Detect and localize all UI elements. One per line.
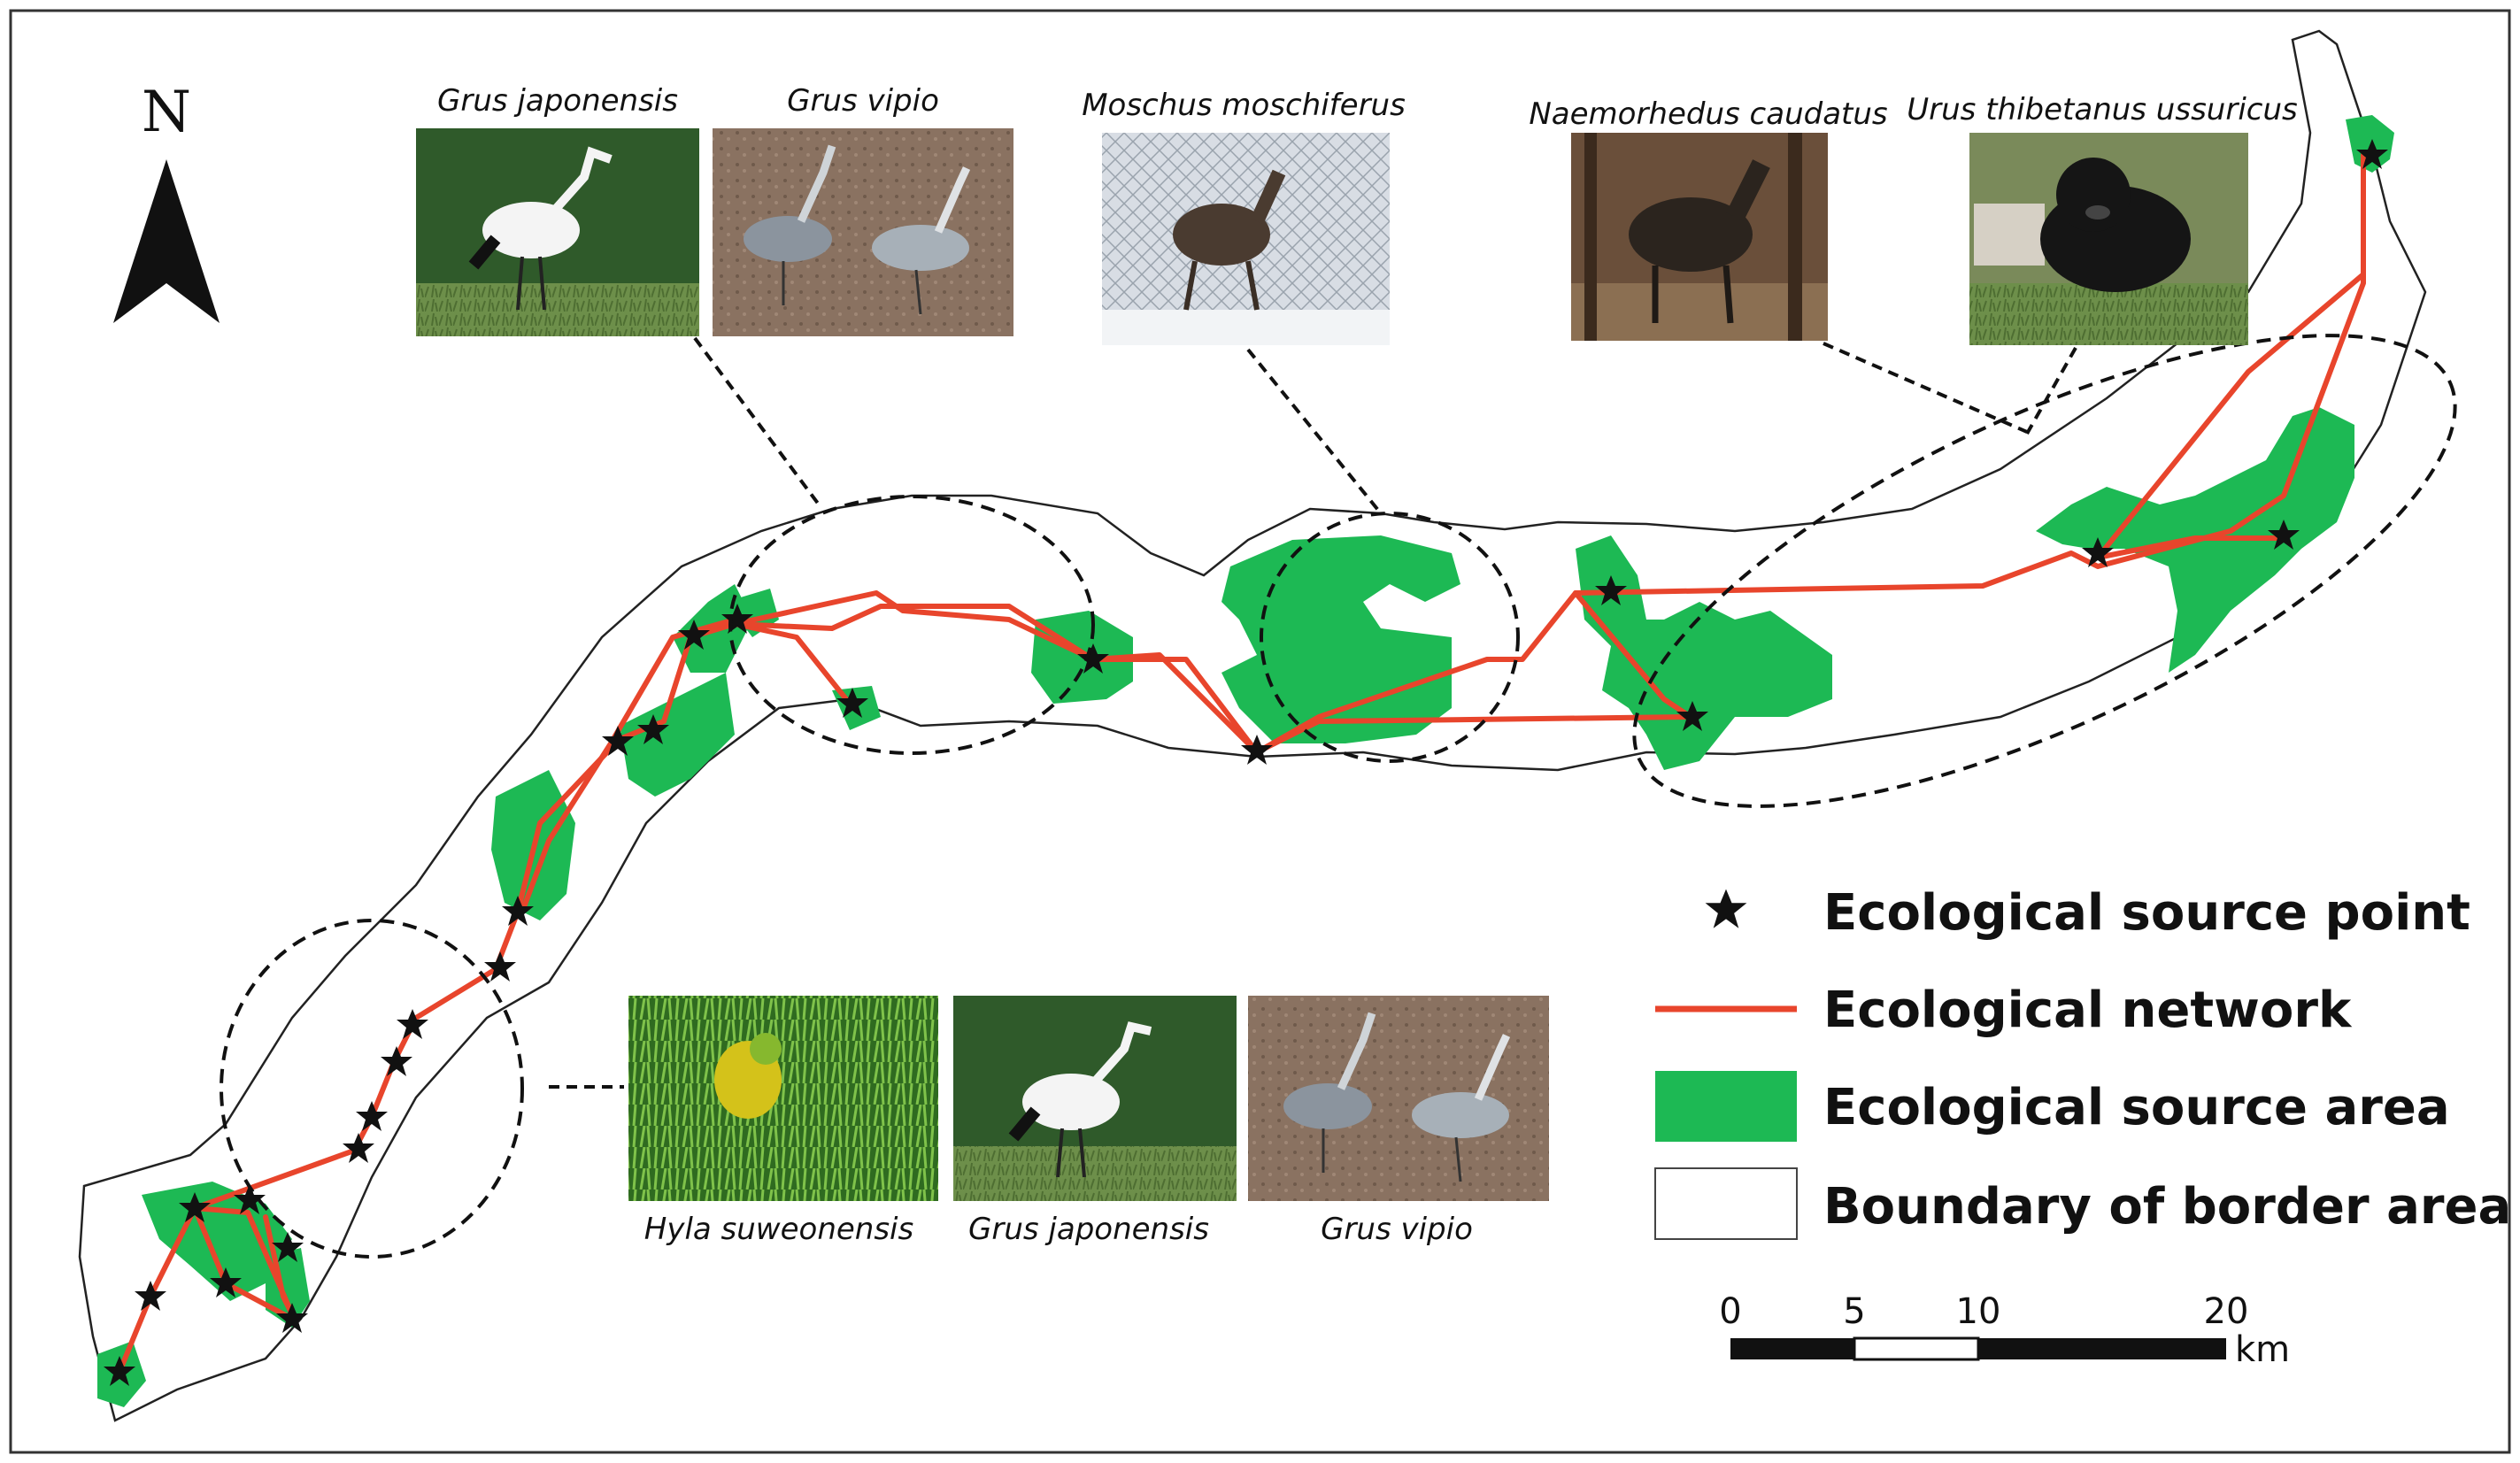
star-icon [234, 1184, 266, 1214]
leader-lines [549, 336, 2077, 1089]
legend-source-area-swatch [1655, 1071, 1797, 1142]
source-area-sw-1 [142, 1182, 292, 1301]
star-icon [272, 1232, 304, 1262]
star-icon [602, 726, 634, 756]
star-icon [381, 1046, 412, 1076]
star-icon [356, 1101, 388, 1131]
star-icon [484, 951, 516, 982]
star-icon [502, 896, 534, 926]
legend-star-icon [1705, 889, 1747, 928]
species-label-grus-vipio-top: Grus vipio [787, 83, 939, 119]
star-icon [210, 1267, 242, 1297]
star-icon [1676, 701, 1708, 731]
legend: Ecological source point Ecological netwo… [1654, 884, 2511, 1240]
network-east-2 [2095, 535, 2286, 560]
legend-boundary-swatch [1654, 1167, 1798, 1240]
species-label-urus: Urus thibetanus ussuricus [1907, 92, 2297, 127]
star-icon [1077, 643, 1109, 674]
network-1780 [1573, 590, 1693, 720]
photo-moschus [1102, 133, 1390, 345]
legend-label-source-area: Ecological source area [1823, 1079, 2450, 1136]
star-icon [721, 604, 753, 634]
star-icon [343, 1133, 374, 1163]
north-arrow-icon: N [113, 80, 220, 323]
star-icon [135, 1281, 166, 1311]
species-label-grus-japonensis-bottom: Grus japonensis [968, 1212, 1209, 1247]
photo-grus-vipio-top [713, 128, 1013, 336]
scale-tick-10: 10 [1956, 1291, 2001, 1332]
star-icon [2082, 537, 2114, 567]
species-label-grus-japonensis-top: Grus japonensis [437, 83, 678, 119]
species-label-moschus: Moschus moschiferus [1082, 88, 1406, 123]
network-loop-1 [732, 621, 852, 706]
habitat-circle-sw [220, 919, 524, 1259]
legend-label-network: Ecological network [1823, 982, 2353, 1039]
source-area-ne [2346, 115, 2394, 173]
star-icon [836, 688, 868, 718]
star-icon [637, 714, 669, 744]
legend-label-source-point: Ecological source point [1823, 884, 2470, 942]
photo-hyla [628, 996, 938, 1201]
north-label: N [142, 80, 191, 145]
source-area-mid-2 [620, 673, 735, 797]
ecological-source-points [104, 139, 2388, 1386]
star-icon [2356, 139, 2388, 169]
scale-tick-0: 0 [1719, 1291, 1741, 1332]
star-icon [1595, 575, 1627, 605]
legend-label-boundary: Boundary of border area [1823, 1178, 2511, 1236]
photo-grus-japonensis-top [416, 128, 699, 336]
habitat-circle-west [728, 495, 1095, 755]
star-icon [276, 1303, 308, 1333]
photo-grus-vipio-bottom [1248, 996, 1549, 1201]
star-icon [678, 620, 710, 650]
species-label-hyla: Hyla suweonensis [644, 1212, 913, 1247]
network-loop-2 [732, 590, 1096, 662]
photo-grus-japonensis-bottom [953, 996, 1237, 1201]
network-east-3 [2095, 272, 2366, 560]
photo-urus [1969, 133, 2248, 345]
species-label-grus-vipio-bottom: Grus vipio [1321, 1212, 1473, 1247]
star-icon [1241, 735, 1273, 765]
star-icon [397, 1009, 428, 1039]
network-east [1573, 152, 2366, 596]
network-loop-3 [732, 604, 1096, 662]
scale-tick-5: 5 [1843, 1291, 1865, 1332]
star-icon [104, 1356, 135, 1386]
figure-border [9, 9, 2511, 1454]
species-label-naemorhedus: Naemorhedus caudatus [1529, 96, 1887, 132]
scale-unit: km [2235, 1329, 2290, 1370]
star-icon [2268, 520, 2300, 550]
habitat-circle-mid [1260, 512, 1520, 763]
scale-tick-20: 20 [2204, 1291, 2249, 1332]
star-icon [179, 1192, 211, 1222]
scale-bar: 0 5 10 20 km [1719, 1291, 2290, 1370]
network-1235 [1090, 590, 1578, 755]
photo-naemorhedus [1571, 133, 1828, 341]
source-area-1580 [1221, 535, 1460, 743]
habitat-highlights [220, 334, 2457, 1259]
habitat-circle-east [1632, 334, 2457, 808]
